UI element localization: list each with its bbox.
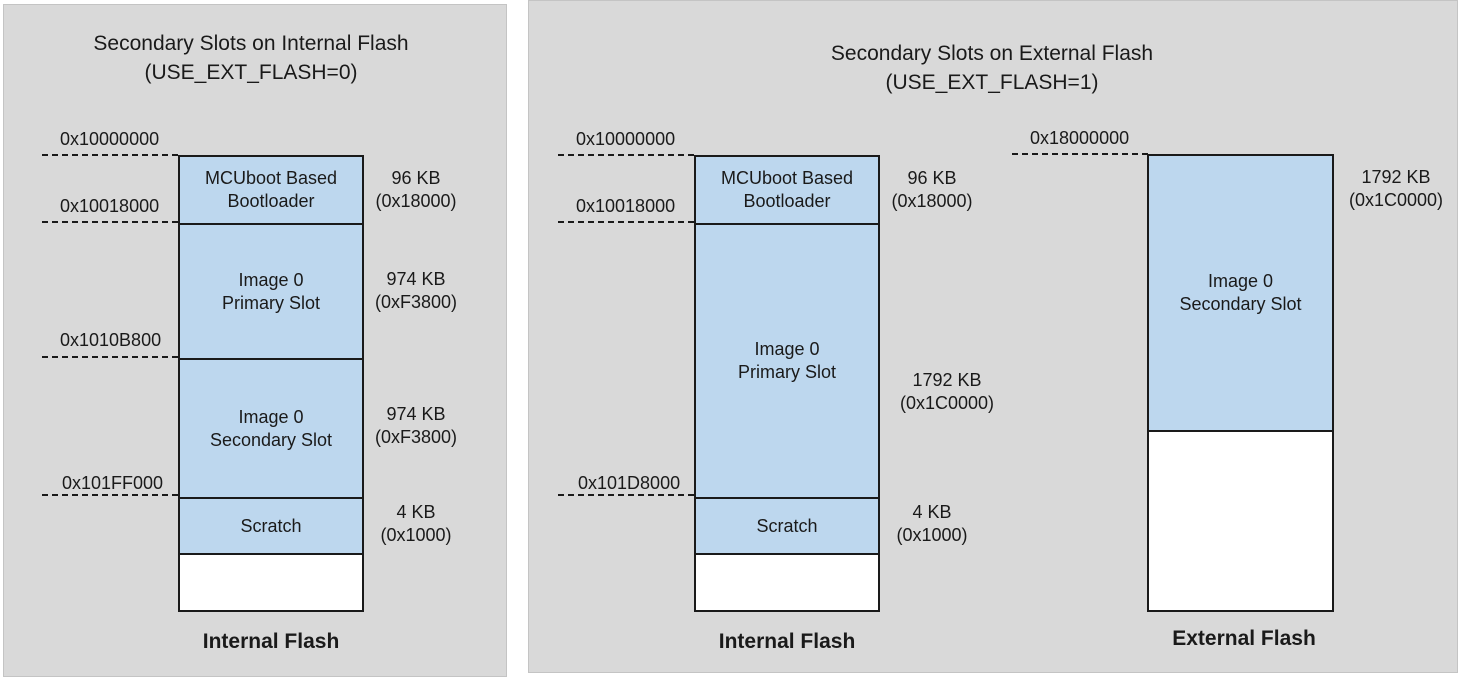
size-hex: (0x1000) <box>380 525 452 545</box>
size-hex: (0x1000) <box>896 525 968 545</box>
region-size: 4 KB (0x1000) <box>366 501 466 547</box>
scratch-region: Scratch <box>180 499 362 555</box>
region-size: 974 KB (0xF3800) <box>366 268 466 314</box>
size-hex: (0x1C0000) <box>1348 190 1444 210</box>
region-label: MCUboot Based <box>720 168 854 188</box>
size-hex: (0x18000) <box>375 191 457 211</box>
region-label: Scratch <box>240 515 302 536</box>
address-marker-line <box>42 494 178 496</box>
region-label: Scratch <box>756 515 818 536</box>
size-hex: (0xF3800) <box>374 292 458 312</box>
address-marker-line <box>42 221 178 223</box>
region-label: Primary Slot <box>221 292 320 313</box>
size-kb: 96 KB <box>391 168 441 188</box>
primary-slot-region: Image 0 Primary Slot <box>180 225 362 360</box>
region-size: 1792 KB (0x1C0000) <box>892 369 1002 415</box>
address-label: 0x18000000 <box>1030 128 1130 148</box>
address-label: 0x101D8000 <box>578 473 681 493</box>
external-flash-label: External Flash <box>1172 627 1316 650</box>
region-label: Secondary Slot <box>209 429 333 450</box>
address-marker-line <box>558 494 694 496</box>
address-label: 0x1010B800 <box>60 330 162 350</box>
right-title-line1: Secondary Slots on External Flash <box>830 42 1154 65</box>
internal-flash-memory-map: MCUboot Based Bootloader Image 0 Primary… <box>694 155 880 612</box>
address-marker-line <box>558 221 694 223</box>
address-marker-line <box>558 154 694 156</box>
address-marker-line <box>42 154 178 156</box>
right-title-line2: (USE_EXT_FLASH=1) <box>885 71 1099 94</box>
left-title-line2: (USE_EXT_FLASH=0) <box>144 61 358 84</box>
region-size: 96 KB (0x18000) <box>882 167 982 213</box>
scratch-region: Scratch <box>696 499 878 555</box>
size-hex: (0xF3800) <box>374 427 458 447</box>
region-label: Bootloader <box>227 191 315 211</box>
region-label: Image 0 <box>238 406 304 427</box>
internal-flash-label: Internal Flash <box>202 630 340 653</box>
secondary-slot-region: Image 0 Secondary Slot <box>1149 156 1332 432</box>
right-title: Secondary Slots on External Flash (USE_E… <box>528 39 1456 97</box>
internal-flash-memory-map: MCUboot Based Bootloader Image 0 Primary… <box>178 155 364 612</box>
size-kb: 974 KB <box>386 269 446 289</box>
address-marker-line <box>42 356 178 358</box>
size-kb: 1792 KB <box>1361 167 1431 187</box>
internal-flash-label: Internal Flash <box>718 630 856 653</box>
address-label: 0x10000000 <box>60 129 160 149</box>
region-label: MCUboot Based <box>204 168 338 188</box>
address-marker-line <box>1012 153 1148 155</box>
left-title: Secondary Slots on Internal Flash (USE_E… <box>0 29 502 87</box>
size-kb: 4 KB <box>396 502 436 522</box>
bootloader-region: MCUboot Based Bootloader <box>696 157 878 225</box>
size-kb: 4 KB <box>912 502 952 522</box>
region-label: Image 0 <box>238 269 304 290</box>
region-size: 1792 KB (0x1C0000) <box>1336 166 1456 212</box>
size-kb: 1792 KB <box>912 370 982 390</box>
secondary-slot-region: Image 0 Secondary Slot <box>180 360 362 499</box>
primary-slot-region: Image 0 Primary Slot <box>696 225 878 499</box>
size-kb: 974 KB <box>386 404 446 424</box>
size-hex: (0x18000) <box>891 191 973 211</box>
region-label: Image 0 <box>1207 271 1274 291</box>
address-label: 0x10018000 <box>60 196 160 216</box>
address-label: 0x10000000 <box>576 129 676 149</box>
address-label: 0x10018000 <box>576 196 676 216</box>
bootloader-region: MCUboot Based Bootloader <box>180 157 362 225</box>
region-size: 96 KB (0x18000) <box>366 167 466 213</box>
external-flash-memory-map: Image 0 Secondary Slot <box>1147 154 1334 612</box>
region-label: Primary Slot <box>737 362 836 382</box>
region-size: 974 KB (0xF3800) <box>366 403 466 449</box>
region-size: 4 KB (0x1000) <box>882 501 982 547</box>
region-label: Image 0 <box>754 339 820 359</box>
region-label: Bootloader <box>743 191 831 211</box>
size-kb: 96 KB <box>907 168 957 188</box>
region-label: Secondary Slot <box>1179 294 1302 314</box>
size-hex: (0x1C0000) <box>899 393 995 413</box>
address-label: 0x101FF000 <box>62 473 164 493</box>
left-title-line1: Secondary Slots on Internal Flash <box>93 32 409 55</box>
